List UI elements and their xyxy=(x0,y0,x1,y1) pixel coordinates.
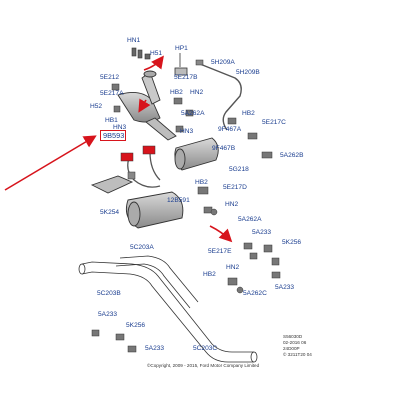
part-label-5e217c: 5E217C xyxy=(262,119,286,126)
part-label-5e217a-1: 5E217A xyxy=(100,90,124,97)
part-label-5a262a-1: 5A262A xyxy=(181,110,205,117)
part-label-5k256-2: 5K256 xyxy=(126,322,146,329)
part-label-hb2-3: HB2 xyxy=(195,179,208,186)
part-label-9b593: 9B593 xyxy=(103,131,125,140)
hn1-studs xyxy=(131,47,151,60)
part-label-hb2-1: HB2 xyxy=(170,89,183,96)
part-label-hn2-3: HN2 xyxy=(226,264,240,271)
part-label-5e217e: 5E217E xyxy=(208,248,232,255)
part-label-5a233-2: 5A233 xyxy=(275,284,295,291)
part-label-5c203b: 5C203B xyxy=(97,290,121,297)
hardware-parts xyxy=(91,83,281,353)
part-label-12b591: 12B591 xyxy=(167,197,190,204)
part-label-5a233-1: 5A233 xyxy=(252,229,272,236)
part-label-h52: H52 xyxy=(90,103,103,110)
muffler-5k254 xyxy=(90,175,184,229)
highlighted-part-box xyxy=(100,130,126,141)
part-label-5e217d: 5E217D xyxy=(223,184,247,191)
doc-meta-4: © 3211T20 04 xyxy=(283,352,312,357)
part-label-hb2-2: HB2 xyxy=(242,110,255,117)
part-label-5a233-3: 5A233 xyxy=(98,311,118,318)
doc-meta-2: 02-2016 06 xyxy=(283,340,307,345)
part-label-5a262c: 5A262C xyxy=(243,290,267,297)
front-pipe-5k254 xyxy=(145,117,177,141)
cable-connector xyxy=(195,59,204,66)
sensor-assemblies xyxy=(120,145,161,188)
part-label-5e217b: 5E217B xyxy=(174,74,198,81)
catalytic-converter xyxy=(117,70,161,123)
part-label-hb1: HB1 xyxy=(105,117,118,124)
part-label-hn2-1: HN2 xyxy=(190,89,204,96)
part-label-hn3-1: HN3 xyxy=(113,124,127,131)
part-label-hp1: HP1 xyxy=(175,45,188,52)
part-label-5a262b: 5A262B xyxy=(280,152,304,159)
part-label-5h209b: 5H209B xyxy=(236,69,260,76)
part-label-5k256-1: 5K256 xyxy=(282,239,302,246)
copyright-notice: ©Copyright, 2009 - 2015, Ford Motor Comp… xyxy=(147,363,260,368)
part-label-5g218: 5G218 xyxy=(229,166,249,173)
doc-meta-3: 24D00P xyxy=(283,346,300,351)
part-label-hn2-2: HN2 xyxy=(225,201,239,208)
part-label-hn3-2: HN3 xyxy=(180,128,194,135)
tailpipe-5c203 xyxy=(78,255,258,363)
part-label-5c203a: 5C203A xyxy=(130,244,154,251)
part-label-5a262a-2: 5A262A xyxy=(238,216,262,223)
doc-meta-1: S56030D xyxy=(283,334,303,339)
part-label-5c203c: 5C203C xyxy=(193,345,218,352)
hp1-bracket xyxy=(174,53,188,76)
part-label-5k254: 5K254 xyxy=(100,209,120,216)
part-label-5h209a: 5H209A xyxy=(211,59,235,66)
part-label-hn1: HN1 xyxy=(127,37,141,44)
part-label-5e212: 5E212 xyxy=(100,74,120,81)
part-label-hb2-4: HB2 xyxy=(203,271,216,278)
cable-5h209 xyxy=(199,63,242,131)
part-label-5a233-4: 5A233 xyxy=(145,345,165,352)
callout-arrows xyxy=(4,55,233,243)
part-label-9f467b: 9F467B xyxy=(212,145,236,152)
part-label-9f467a: 9F467A xyxy=(218,126,242,133)
part-label-h51: H51 xyxy=(150,50,163,57)
resonator-5g218 xyxy=(174,137,219,171)
